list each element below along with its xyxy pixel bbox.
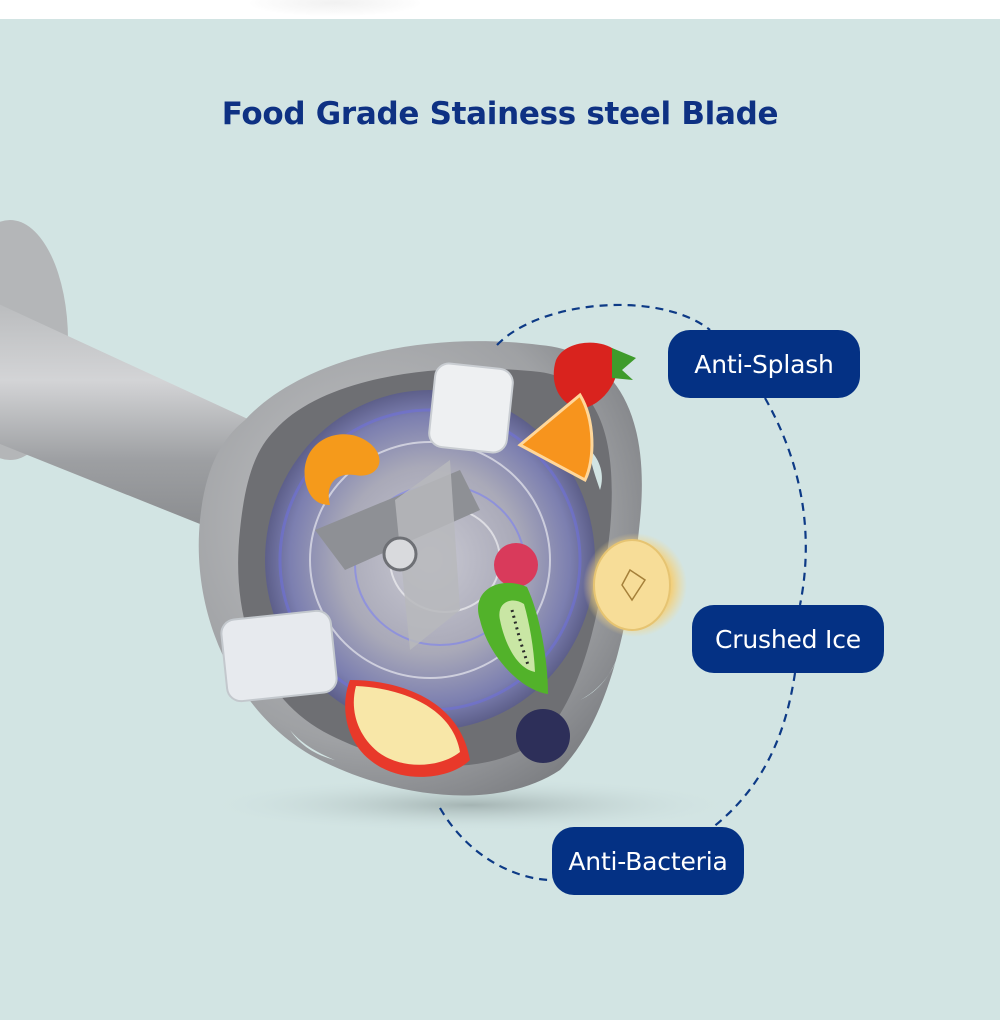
ice-cube-icon bbox=[220, 609, 338, 703]
product-stage bbox=[0, 19, 1000, 1020]
orange-wedge-icon bbox=[517, 392, 594, 483]
banana-icon bbox=[583, 533, 687, 637]
blender-illustration bbox=[0, 220, 807, 882]
feature-badge-label: Anti-Bacteria bbox=[568, 846, 728, 876]
top-shadow-decoration bbox=[250, 0, 420, 16]
page-title: Food Grade Stainess steel Blade bbox=[221, 96, 779, 132]
mandarin-icon bbox=[304, 434, 380, 505]
floor-shadow bbox=[200, 777, 740, 833]
feature-badge-label: Anti-Splash bbox=[694, 349, 834, 379]
kiwi-icon bbox=[478, 582, 548, 694]
blade-hub bbox=[382, 536, 418, 572]
apple-icon bbox=[345, 680, 470, 777]
feature-badge-label: Crushed Ice bbox=[715, 624, 861, 654]
raspberry-icon bbox=[494, 543, 538, 587]
strawberry-icon bbox=[553, 342, 636, 409]
feature-badge-crushed-ice: Crushed Ice bbox=[692, 605, 884, 673]
blueberry-icon bbox=[516, 709, 570, 763]
blender-shaft bbox=[0, 304, 250, 530]
dashed-feature-outline bbox=[439, 303, 807, 882]
top-white-strip bbox=[0, 0, 1000, 19]
ice-cube-icon bbox=[428, 362, 514, 454]
feature-badge-anti-splash: Anti-Splash bbox=[668, 330, 860, 398]
feature-badge-anti-bacteria: Anti-Bacteria bbox=[552, 827, 744, 895]
